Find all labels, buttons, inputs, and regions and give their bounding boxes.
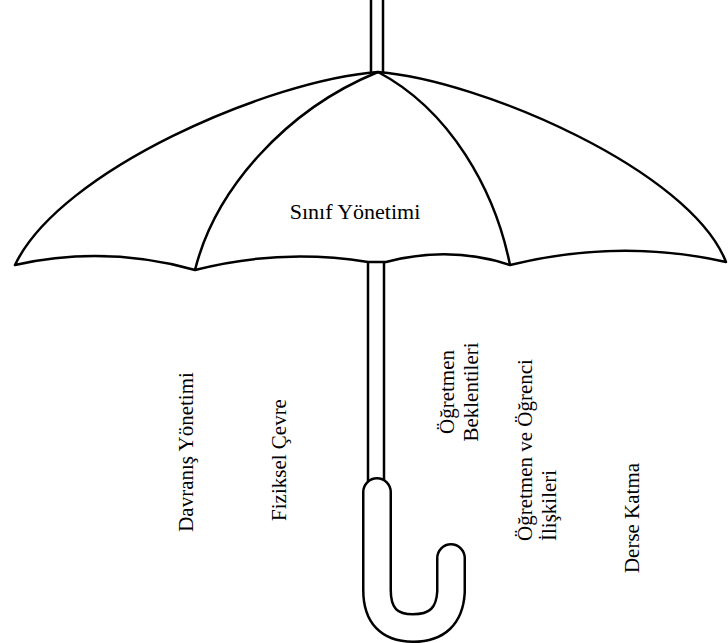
category-label: Öğretmen ve Öğrenci İlişkileri (513, 309, 561, 541)
handle-fill (377, 492, 451, 628)
umbrella-shaft (368, 250, 384, 490)
handle-outline (377, 492, 451, 628)
category-label: Derse Katma (620, 463, 644, 573)
canopy-shape (0, 0, 728, 290)
category-label: Öğretmen Beklentileri (435, 330, 483, 455)
canopy-outline (15, 72, 726, 270)
category-label: Davranış Yönetimi (174, 372, 198, 532)
umbrella-canopy: Sınıf Yönetimi (0, 0, 728, 290)
canopy-title: Sınıf Yönetimi (290, 199, 421, 224)
umbrella-tip (371, 0, 383, 76)
category-label: Fiziksel Çevre (267, 399, 291, 521)
canopy-rib (378, 72, 510, 265)
canopy-rib (195, 72, 378, 270)
